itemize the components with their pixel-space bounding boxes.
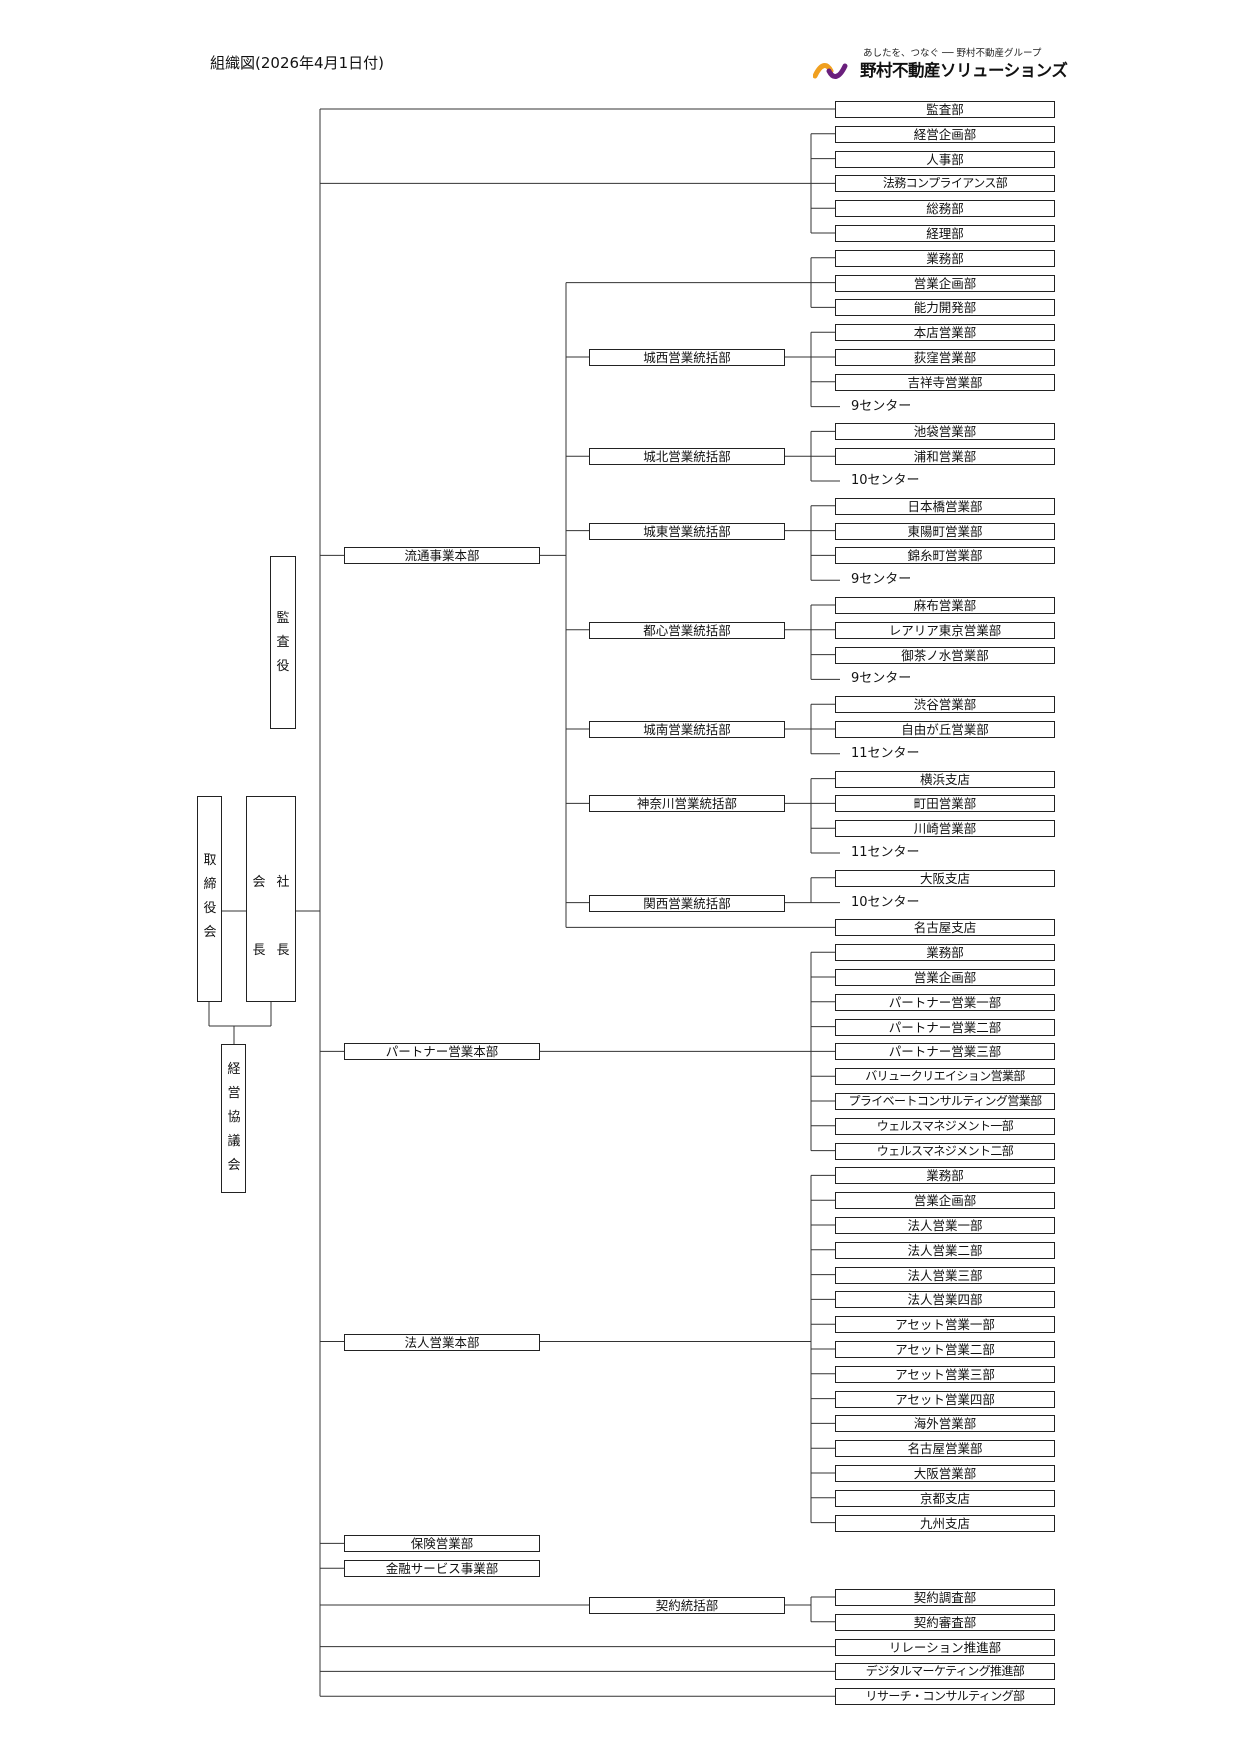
- region-dept-box: 麻布営業部: [835, 597, 1055, 614]
- board-label: 取締役会: [203, 853, 217, 940]
- contract-dept-box: 契約調査部: [835, 1589, 1055, 1606]
- hojin-dept-box: アセット営業四部: [835, 1390, 1055, 1408]
- corporate-dept-box: 法務コンプライアンス部: [835, 175, 1055, 193]
- corporate-dept-box: 経営企画部: [835, 125, 1055, 143]
- hojin-dept-box: 法人営業一部: [835, 1217, 1055, 1234]
- region-hq-box: 都心営業統括部: [589, 621, 785, 639]
- bottom-dept-box: リレーション推進部: [835, 1638, 1055, 1656]
- sales-center-count: 9センター: [851, 671, 912, 687]
- president-label: 社長: [276, 875, 290, 958]
- logo-company-name: 野村不動産ソリューションズ: [860, 61, 1068, 80]
- region-dept-box: 川崎営業部: [835, 820, 1055, 838]
- partner-dept-box: 業務部: [835, 944, 1055, 962]
- bottom-dept-box: リサーチ・コンサルティング部: [835, 1688, 1055, 1706]
- partner-dept-box: パートナー営業一部: [835, 993, 1055, 1011]
- insurance-dept-box: 保険営業部: [344, 1535, 540, 1553]
- sales-center-count: 9センター: [851, 398, 912, 414]
- ryutsu-staff-dept-box: 業務部: [835, 249, 1055, 267]
- company-logo: あしたを、つなぐ ── 野村不動産グループ 野村不動産ソリューションズ: [813, 44, 1068, 84]
- hojin-dept-box: アセット営業一部: [835, 1316, 1055, 1334]
- contract-dept-box: 契約審査部: [835, 1613, 1055, 1631]
- audit-dept-box: 監査部: [835, 101, 1055, 118]
- region-dept-box: 荻窪営業部: [835, 349, 1055, 366]
- logo-tagline: あしたを、つなぐ ── 野村不動産グループ: [863, 48, 1042, 59]
- ryutsu-staff-dept-box: 営業企画部: [835, 274, 1055, 292]
- corporate-dept-box: 経理部: [835, 225, 1055, 242]
- hojin-dept-box: 営業企画部: [835, 1192, 1055, 1210]
- region-dept-box: 町田営業部: [835, 795, 1055, 813]
- region-dept-box: 横浜支店: [835, 770, 1055, 788]
- region-dept-box: 池袋営業部: [835, 423, 1055, 441]
- hojin-dept-box: アセット営業三部: [835, 1365, 1055, 1383]
- corporate-dept-box: 総務部: [835, 200, 1055, 218]
- bottom-dept-box: デジタルマーケティング推進部: [835, 1663, 1055, 1681]
- partner-dept-box: バリュークリエイション営業部: [835, 1068, 1055, 1086]
- finance-service-dept-box: 金融サービス事業部: [344, 1560, 540, 1578]
- region-dept-box: 本店営業部: [835, 324, 1055, 342]
- partner-dept-box: 営業企画部: [835, 969, 1055, 986]
- region-dept-box: 自由が丘営業部: [835, 721, 1055, 738]
- region-hq-box: 関西営業統括部: [589, 894, 785, 912]
- ryutsu-hq-box: 流通事業本部: [344, 547, 540, 565]
- region-dept-box: 日本橋営業部: [835, 497, 1055, 515]
- contract-hq-box: 契約統括部: [589, 1597, 785, 1614]
- page-title: 組織図(2026年4月1日付): [210, 54, 384, 72]
- hojin-dept-box: 法人営業二部: [835, 1241, 1055, 1259]
- hojin-dept-box: 九州支店: [835, 1514, 1055, 1532]
- ryutsu-staff-dept-box: 能力開発部: [835, 299, 1055, 317]
- partner-dept-box: プライベートコンサルティング営業部: [835, 1093, 1055, 1110]
- region-dept-box: 東陽町営業部: [835, 522, 1055, 540]
- region-dept-box: 大阪支店: [835, 869, 1055, 887]
- partner-dept-box: ウェルスマネジメント二部: [835, 1142, 1055, 1160]
- nagoya-branch-box: 名古屋支店: [835, 919, 1055, 937]
- region-dept-box: 渋谷営業部: [835, 696, 1055, 714]
- chairman-label: 会長: [252, 875, 266, 958]
- region-dept-box: 錦糸町営業部: [835, 547, 1055, 565]
- hojin-dept-box: 法人営業四部: [835, 1291, 1055, 1309]
- hojin-hq-box: 法人営業本部: [344, 1333, 540, 1351]
- sales-center-count: 10センター: [851, 894, 920, 910]
- region-dept-box: 吉祥寺営業部: [835, 373, 1055, 391]
- auditor-label: 監査役: [276, 611, 290, 674]
- region-dept-box: 御茶ノ水営業部: [835, 646, 1055, 664]
- board-box: 取締役会: [197, 796, 222, 1002]
- hojin-dept-box: アセット営業二部: [835, 1341, 1055, 1358]
- corporate-dept-box: 人事部: [835, 150, 1055, 168]
- sales-center-count: 9センター: [851, 572, 912, 588]
- region-dept-box: レアリア東京営業部: [835, 621, 1055, 639]
- management-council-label: 経営協議会: [227, 1062, 241, 1173]
- region-hq-box: 城南営業統括部: [589, 721, 785, 738]
- management-council-box: 経営協議会: [221, 1044, 246, 1193]
- partner-dept-box: パートナー営業二部: [835, 1018, 1055, 1036]
- hojin-dept-box: 法人営業三部: [835, 1266, 1055, 1284]
- auditor-box: 監査役: [270, 556, 296, 729]
- hojin-dept-box: 大阪営業部: [835, 1465, 1055, 1482]
- region-hq-box: 神奈川営業統括部: [589, 795, 785, 813]
- sales-center-count: 10センター: [851, 473, 920, 488]
- region-hq-box: 城北営業統括部: [589, 448, 785, 466]
- sales-center-count: 11センター: [851, 745, 920, 761]
- hojin-dept-box: 業務部: [835, 1167, 1055, 1185]
- logo-mark-icon: [813, 63, 848, 79]
- partner-dept-box: パートナー営業三部: [835, 1043, 1055, 1061]
- president-box: 社長 会長: [246, 796, 296, 1002]
- hojin-dept-box: 京都支店: [835, 1489, 1055, 1507]
- partner-hq-box: パートナー営業本部: [344, 1043, 540, 1061]
- hojin-dept-box: 名古屋営業部: [835, 1440, 1055, 1458]
- region-dept-box: 浦和営業部: [835, 448, 1055, 466]
- hojin-dept-box: 海外営業部: [835, 1415, 1055, 1433]
- sales-center-count: 11センター: [851, 845, 920, 860]
- region-hq-box: 城東営業統括部: [589, 522, 785, 540]
- region-hq-box: 城西営業統括部: [589, 349, 785, 366]
- partner-dept-box: ウェルスマネジメント一部: [835, 1117, 1055, 1135]
